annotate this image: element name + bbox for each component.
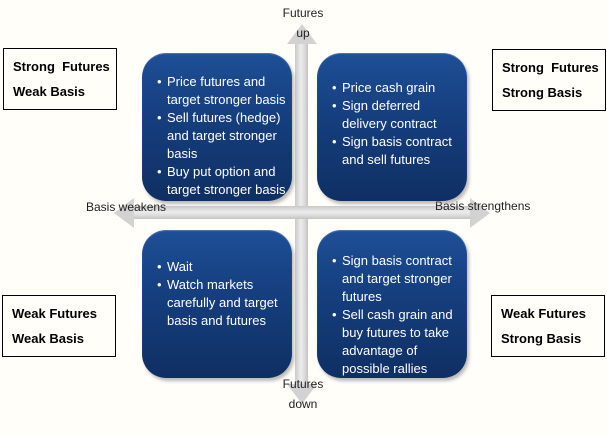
corner-label-line: Weak Futures [501,306,587,321]
axis-label-futures-up: Futures up [249,6,357,40]
corner-label-line: Weak Basis [13,84,86,99]
bullet-item: Sell futures (hedge) and target stronger… [157,109,287,163]
bullet-item: Buy put option and target stronger basis [157,163,287,199]
axis-label-line: up [296,26,310,40]
corner-label-line: Strong Futures [13,59,110,74]
corner-label-strong-futures-weak-basis: Strong Futures Weak Basis [3,48,117,110]
arrow-left-icon [114,198,134,228]
quadrant-box-top-right: Price cash grain Sign deferred delivery … [317,53,467,201]
axis-label-line: Futures [282,377,324,391]
bullet-item: Sell cash grain and buy futures to take … [332,306,462,378]
arrow-right-icon [470,198,490,228]
corner-label-line: Strong Basis [501,331,582,346]
bullet-item: Sign basis contract and target stronger … [332,252,462,306]
bullet-item: Watch markets carefully and target basis… [157,276,287,330]
arrow-down-icon [287,384,317,404]
quadrant-box-bottom-left: Wait Watch markets carefully and target … [142,230,292,378]
axis-label-basis-weakens: Basis weakens [86,200,167,214]
horizontal-axis-shaft [128,206,476,219]
corner-label-strong-futures-strong-basis: Strong Futures Strong Basis [492,49,606,111]
corner-label-line: Weak Basis [12,331,85,346]
bullet-list: Price futures and target stronger basis … [157,73,287,199]
corner-label-line: Strong Futures [502,60,599,75]
bullet-item: Price futures and target stronger basis [157,73,287,109]
bullet-item: Price cash grain [332,79,462,97]
arrow-up-icon [287,24,317,44]
bullet-list: Sign basis contract and target stronger … [332,252,462,378]
axis-label-futures-down: Futures down [249,377,357,411]
axis-label-basis-strengthens: Basis strengthens [435,199,531,213]
quadrant-box-top-left: Price futures and target stronger basis … [142,53,292,201]
bullet-list: Price cash grain Sign deferred delivery … [332,79,462,169]
axis-label-line: down [288,397,318,411]
quadrant-box-bottom-right: Sign basis contract and target stronger … [317,230,467,378]
axis-label-line: Futures [282,6,324,20]
bullet-item: Wait [157,258,287,276]
bullet-list: Wait Watch markets carefully and target … [157,258,287,330]
bullet-item: Sign deferred delivery contract [332,97,462,133]
corner-label-weak-futures-strong-basis: Weak Futures Strong Basis [491,295,605,357]
bullet-item: Sign basis contract and sell futures [332,133,462,169]
corner-label-weak-futures-weak-basis: Weak Futures Weak Basis [2,295,116,357]
corner-label-line: Strong Basis [502,85,583,100]
corner-label-line: Weak Futures [12,306,98,321]
